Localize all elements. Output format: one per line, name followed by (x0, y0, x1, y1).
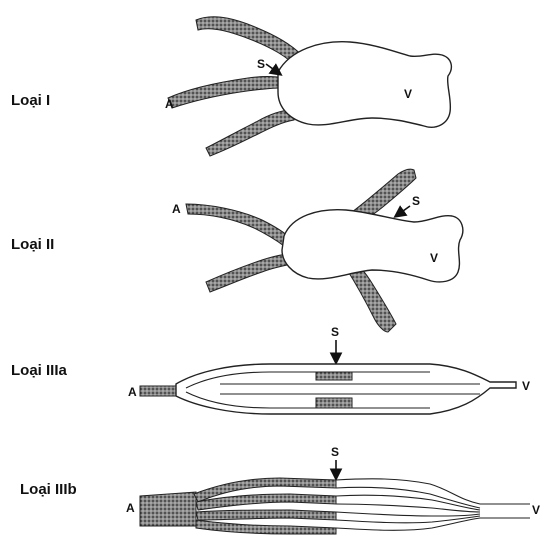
type-3a-shunt-lower (316, 398, 352, 408)
type-2-marker-s: S (412, 194, 420, 208)
type-3a-marker-a: A (128, 385, 137, 399)
type-1-venous-sac (278, 42, 451, 127)
type-2-diagram: S A V (172, 169, 463, 332)
type-2-artery-left (186, 204, 290, 246)
type-2-artery-lower-left (206, 254, 292, 292)
type-3b-artery-trunk (140, 492, 196, 526)
type-3b-diagram: S A V (126, 445, 540, 534)
type-2-venous-sac (282, 210, 463, 282)
type-3b-draining-veins (336, 479, 530, 531)
type-2-arrow (396, 206, 410, 216)
type-1-diagram: S A V (165, 17, 451, 156)
type-3a-marker-s: S (331, 325, 339, 339)
type-3a-shunt-upper (316, 372, 352, 380)
type-3a-marker-v: V (522, 379, 530, 393)
type-3b-marker-a: A (126, 501, 135, 515)
type-1-artery-middle (168, 77, 284, 109)
type-3a-artery-inflow (140, 386, 178, 396)
type-1-marker-v: V (404, 87, 412, 101)
type-3b-marker-s: S (331, 445, 339, 459)
type-1-marker-s: S (257, 57, 265, 71)
type-1-marker-a: A (165, 97, 174, 111)
type-1-artery-lower (206, 110, 294, 156)
type-2-marker-a: A (172, 202, 181, 216)
type-3a-diagram: S A V (128, 325, 530, 414)
type-3b-feeder-branches (194, 478, 336, 534)
type-2-marker-v: V (430, 251, 438, 265)
type-3b-marker-v: V (532, 503, 540, 517)
type-1-arrow (266, 64, 280, 74)
